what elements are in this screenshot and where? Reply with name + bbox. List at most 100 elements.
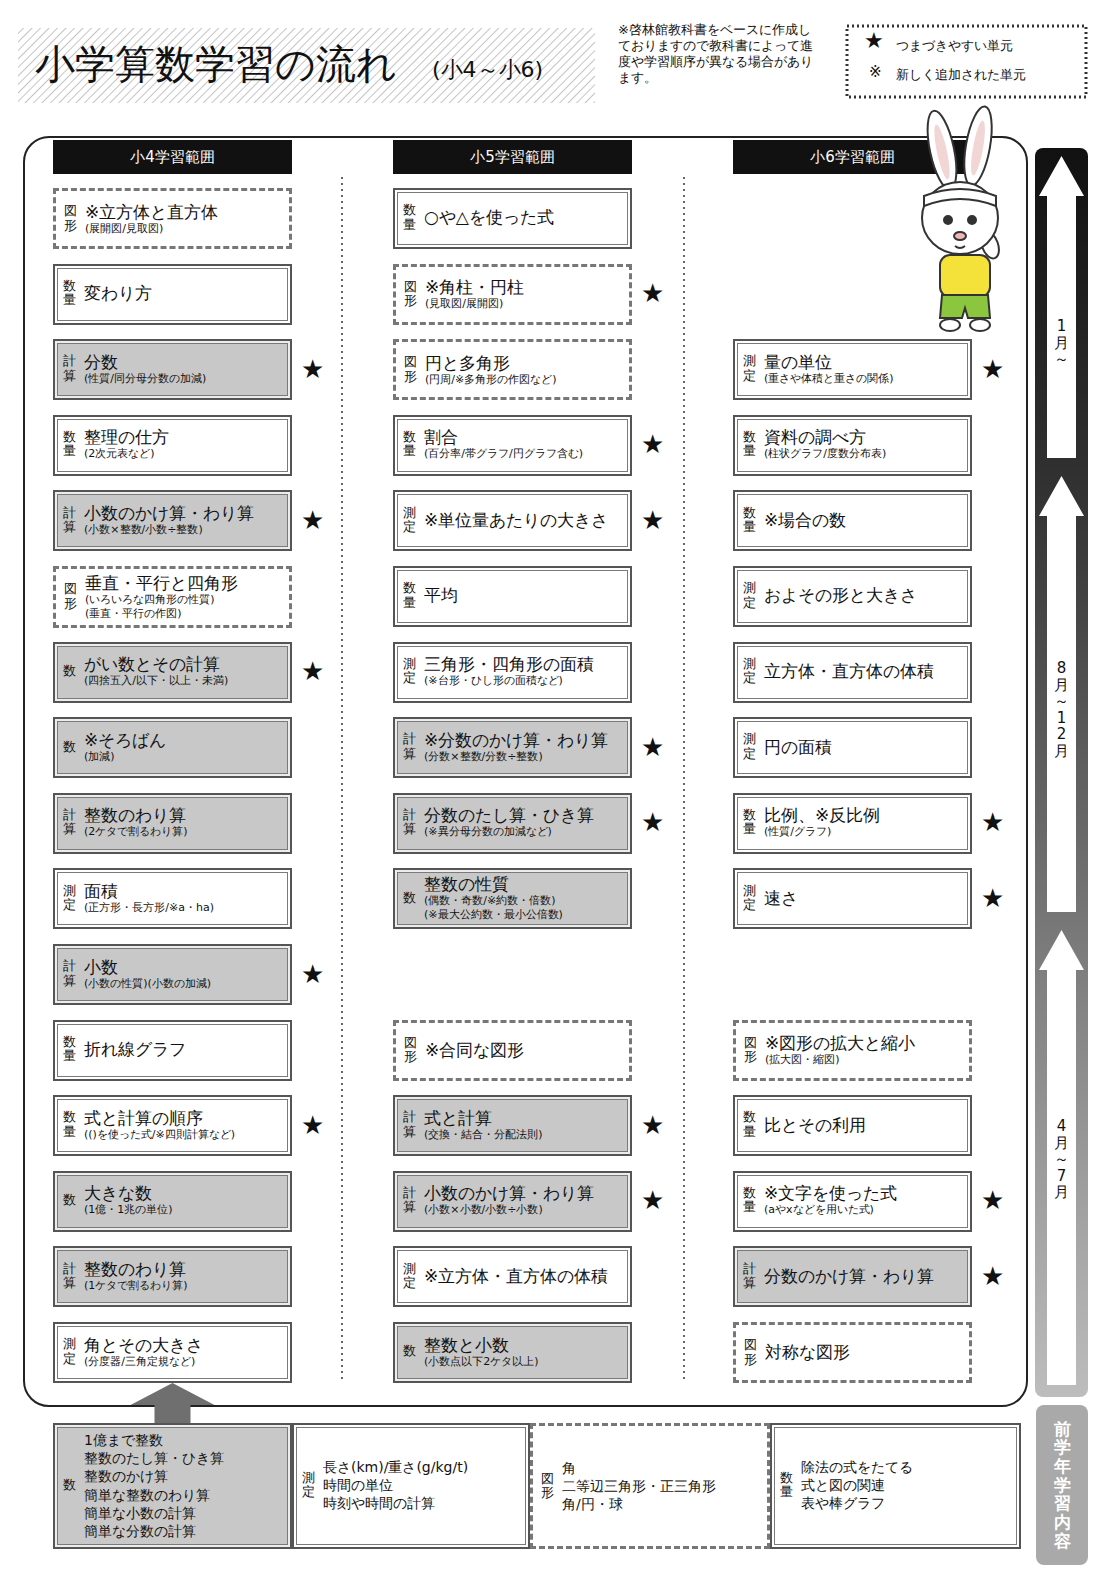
box-row: 数量比例、※反比例(性質/グラフ) [735, 795, 970, 850]
difficulty-star: ★ [641, 807, 664, 838]
box-body: ※立方体と直方体(展開図/見取図) [85, 202, 281, 236]
unit-box: 数量変わり方 [53, 264, 292, 325]
box-row: 図形 ※図形の拡大と縮小(拡大図・縮図) [736, 1023, 969, 1078]
box-body: ※図形の拡大と縮小(拡大図・縮図) [765, 1033, 961, 1067]
difficulty-star: ★ [981, 354, 1004, 385]
unit-box: 図形対称な図形 [733, 1322, 972, 1383]
unit-box: 数量平均 [393, 566, 632, 627]
box-row: 計算小数(小数の性質)(小数の加減) [55, 946, 290, 1001]
unit-box: 数整数と小数(小数点以下2ケタ以上) [393, 1322, 632, 1383]
box-row: 計算分数(性質/同分母分数の加減) [55, 341, 290, 396]
unit-box: 数量比とその利用 [733, 1095, 972, 1156]
unit-note: (円周/※多角形の作図など) [425, 373, 621, 387]
month-label: 8月～12月 [1054, 660, 1069, 759]
unit-box: 数大きな数(1億・1兆の単位) [53, 1171, 292, 1232]
unit-box: 数量 ※文字を使った式(aやxなどを用いた式) [733, 1171, 972, 1232]
rabbit-figure [922, 105, 1002, 331]
box-row: 数量式と計算の順序(()を使った式/※四則計算など) [55, 1097, 290, 1152]
box-body: ※文字を使った式(aやxなどを用いた式) [764, 1183, 962, 1217]
unit-title: ※文字を使った式 [764, 1183, 962, 1203]
box-body: 整数のわり算(2ケタで割るわり算) [84, 805, 282, 839]
category-label: 数量 [743, 1186, 756, 1215]
category-label: 数量 [63, 279, 76, 308]
unit-box: 計算分数(性質/同分母分数の加減) [53, 339, 292, 400]
difficulty-star: ★ [301, 354, 324, 385]
category-label: 計算 [63, 808, 76, 837]
category-label: 数量 [780, 1471, 793, 1500]
box-body: 垂直・平行と四角形(いろいろな四角形の性質)(垂直・平行の作図) [85, 573, 281, 621]
box-body: ○や△を使った式 [424, 207, 622, 227]
unit-title: 垂直・平行と四角形 [85, 573, 281, 593]
grade-header: 小5学習範囲 [393, 140, 632, 174]
unit-note: (1億・1兆の単位) [84, 1203, 282, 1217]
content-line: 二等辺三角形・正三角形 [562, 1477, 759, 1495]
box-body: 除法の式をたてる式と図の関連表や棒グラフ [801, 1458, 1011, 1513]
unit-box: 数がい数とその計算(四捨五入/以下・以上・未満) [53, 642, 292, 703]
unit-box: 計算小数のかけ算・わり算(小数×整数/小数÷整数) [53, 490, 292, 551]
category-label: 計算 [63, 1262, 76, 1291]
unit-box: 測定※立方体・直方体の体積 [393, 1246, 632, 1307]
box-row: 測定長さ(km)/重さ(g/kg/t)時間の単位時刻や時間の計算 [294, 1425, 528, 1545]
previous-year-box: 数1億まで整数整数のたし算・ひき算整数のかけ算簡単な整数のわり算簡単な小数の計算… [53, 1423, 292, 1549]
box-row: 測定※単位量あたりの大きさ [395, 492, 630, 547]
box-body: 量の単位(重さや体積と重さの関係) [764, 352, 962, 386]
box-body: 分数のかけ算・わり算 [764, 1266, 962, 1286]
category-label: 測定 [743, 354, 756, 383]
category-label: 測定 [743, 884, 756, 913]
unit-title: ○や△を使った式 [424, 207, 622, 227]
content-line: 長さ(km)/重さ(g/kg/t) [323, 1458, 520, 1476]
unit-title: ※立方体と直方体 [85, 202, 281, 222]
unit-title: 整数の性質 [424, 874, 622, 894]
unit-note: (展開図/見取図) [85, 222, 281, 236]
box-body: 整数の性質(偶数・奇数/※約数・倍数)(※最大公約数・最小公倍数) [424, 874, 622, 922]
box-body: 折れ線グラフ [84, 1039, 282, 1059]
box-body: 整理の仕方(2次元表など) [84, 427, 282, 461]
unit-note: (()を使った式/※四則計算など) [84, 1128, 282, 1142]
category-label: 数量 [743, 1110, 756, 1139]
box-body: 資料の調べ方(柱状グラフ/度数分布表) [764, 427, 962, 461]
unit-title: ※そろばん [84, 730, 282, 750]
box-row: 数量比とその利用 [735, 1097, 970, 1152]
box-body: 面積(正方形・長方形/※a・ha) [84, 881, 282, 915]
unit-note: (aやxなどを用いた式) [764, 1203, 962, 1217]
unit-title: 小数のかけ算・わり算 [84, 503, 282, 523]
difficulty-star: ★ [301, 656, 324, 687]
box-body: ※単位量あたりの大きさ [424, 510, 622, 530]
legend-symbol: ★ [864, 28, 884, 53]
unit-box: 測定三角形・四角形の面積(※台形・ひし形の面積など) [393, 642, 632, 703]
box-row: 測定面積(正方形・長方形/※a・ha) [55, 870, 290, 925]
flow-arrow [131, 1383, 215, 1423]
unit-title: ※角柱・円柱 [425, 277, 621, 297]
box-body: ※分数のかけ算・わり算(分数×整数/分数÷整数) [424, 730, 622, 764]
category-label: 測定 [63, 884, 76, 913]
box-row: 数量※場合の数 [735, 492, 970, 547]
category-label: 数 [63, 664, 76, 678]
previous-year-box: 測定長さ(km)/重さ(g/kg/t)時間の単位時刻や時間の計算 [292, 1423, 530, 1549]
month-label: 1月～ [1054, 318, 1069, 368]
unit-title: およその形と大きさ [764, 585, 962, 605]
unit-box: 測定速さ [733, 868, 972, 929]
category-label: 数量 [743, 430, 756, 459]
unit-title: ※図形の拡大と縮小 [765, 1033, 961, 1053]
box-row: 数量資料の調べ方(柱状グラフ/度数分布表) [735, 417, 970, 472]
unit-note: (偶数・奇数/※約数・倍数) [424, 894, 622, 908]
box-body: 式と計算の順序(()を使った式/※四則計算など) [84, 1108, 282, 1142]
unit-box: 数量折れ線グラフ [53, 1020, 292, 1081]
content-line: 整数のたし算・ひき算 [84, 1449, 282, 1467]
difficulty-star: ★ [981, 807, 1004, 838]
box-row: 数量変わり方 [55, 266, 290, 321]
box-row: 図形※角柱・円柱(見取図/展開図) [396, 267, 629, 322]
box-body: 分数のたし算・ひき算(※異分母分数の加減など) [424, 805, 622, 839]
category-label: 図形 [744, 1036, 757, 1065]
box-row: 数量折れ線グラフ [55, 1022, 290, 1077]
box-body: ※立方体・直方体の体積 [424, 1266, 622, 1286]
unit-note: (四捨五入/以下・以上・未満) [84, 674, 282, 688]
note-text: ※啓林館教科書をベースに作成しておりますので教科書によって進度や学習順序が異なる… [618, 22, 814, 85]
grade-header: 小4学習範囲 [53, 140, 292, 174]
box-body: 長さ(km)/重さ(g/kg/t)時間の単位時刻や時間の計算 [323, 1458, 520, 1513]
content-line: 簡単な小数の計算 [84, 1504, 282, 1522]
unit-box: 計算※分数のかけ算・わり算(分数×整数/分数÷整数) [393, 717, 632, 778]
unit-title: 円と多角形 [425, 353, 621, 373]
unit-box: 測定円の面積 [733, 717, 972, 778]
box-row: 数量割合(百分率/帯グラフ/円グラフ含む) [395, 417, 630, 472]
